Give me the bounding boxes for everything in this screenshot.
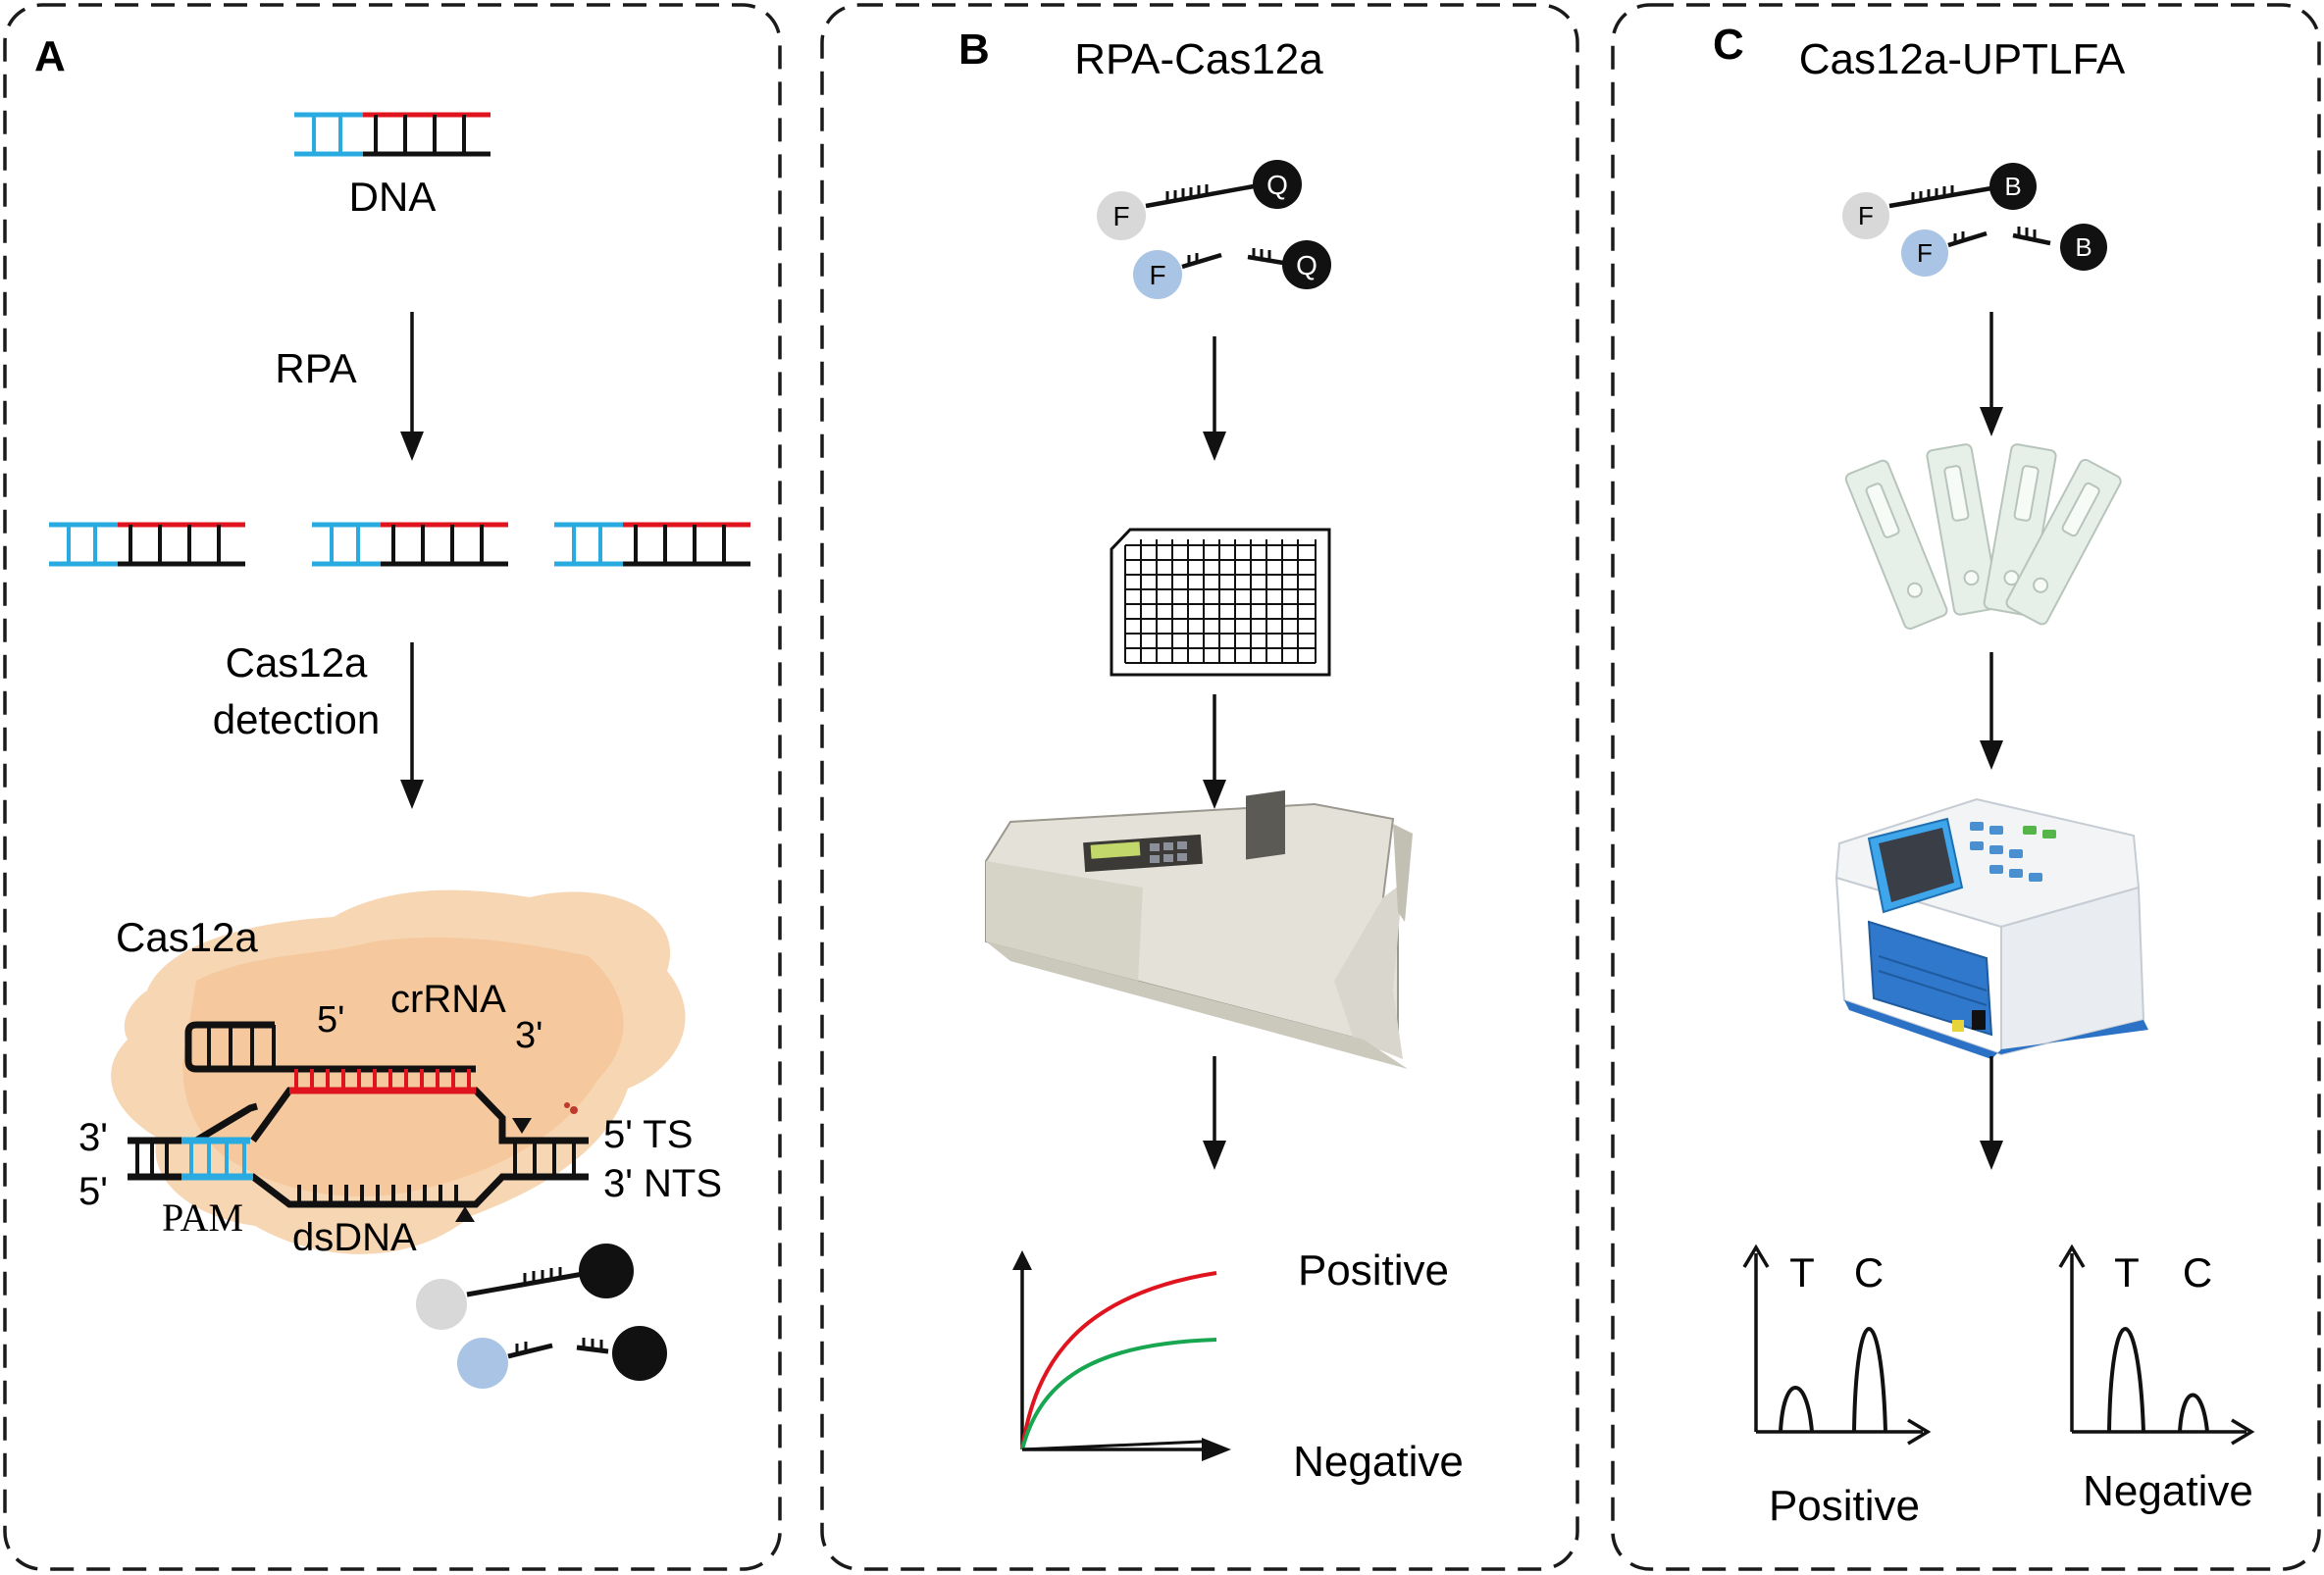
arrow-rpa xyxy=(400,312,424,461)
microplate xyxy=(1110,528,1331,677)
fluorescence-kinetic-plot xyxy=(1012,1250,1231,1461)
intermediate-curve xyxy=(1020,1338,1217,1450)
non-target-strand xyxy=(128,1141,589,1222)
quencher-q-label-1: Q xyxy=(1266,170,1288,200)
reporter-fq-cleaved: F Q xyxy=(1133,240,1331,299)
panel-b: B RPA-Cas12a F Q F xyxy=(958,25,1464,1486)
negative-curve xyxy=(1021,1440,1203,1451)
panel-c-frame xyxy=(1611,3,2321,1571)
panel-b-title: RPA-Cas12a xyxy=(1074,35,1323,83)
cas12a-step-label-1: Cas12a xyxy=(226,639,368,686)
cas12a-protein-label: Cas12a xyxy=(116,914,258,960)
ts-label: 5' TS xyxy=(603,1113,693,1156)
panel-c-letter: C xyxy=(1713,21,1744,69)
negative-label-b: Negative xyxy=(1293,1438,1464,1486)
arrow-b-3 xyxy=(1203,1056,1226,1170)
reporter-fq-intact: F Q xyxy=(1097,160,1302,240)
panel-a-frame xyxy=(3,3,782,1571)
negative-t-label: T xyxy=(2114,1249,2140,1296)
reporter-intact-a xyxy=(416,1244,634,1330)
panel-b-letter: B xyxy=(958,25,990,74)
reporter-fb-intact: F B xyxy=(1842,163,2037,239)
microplate-reader xyxy=(985,789,1413,1069)
crrna-label: crRNA xyxy=(390,978,506,1021)
panel-b-frame xyxy=(820,3,1579,1571)
target-strand xyxy=(128,1069,589,1144)
fluor-f-label-c2: F xyxy=(1917,238,1933,268)
biotin-b-label-c2: B xyxy=(2075,232,2092,262)
lateral-flow-strips xyxy=(1844,443,2122,630)
panel-c-title: Cas12a-UPTLFA xyxy=(1799,35,2126,83)
fluor-f-label-1: F xyxy=(1112,201,1129,231)
positive-label-b: Positive xyxy=(1298,1246,1449,1295)
arrow-c-3 xyxy=(1980,1056,2003,1170)
crrna-strand xyxy=(184,1021,476,1073)
positive-peak-plot xyxy=(1742,1244,1932,1446)
positive-t-peak xyxy=(1779,1386,1814,1433)
fluor-f-label-2: F xyxy=(1149,260,1165,290)
amplified-dna-1 xyxy=(49,522,245,567)
panel-a-letter: A xyxy=(34,32,66,80)
quencher-q-label-2: Q xyxy=(1296,250,1317,280)
reporter-fb-cleaved: F B xyxy=(1901,224,2107,277)
dna-label: DNA xyxy=(349,174,437,220)
biotin-b-label-c1: B xyxy=(2004,172,2021,201)
reporter-cleaved-a xyxy=(457,1326,667,1389)
arrow-b-2 xyxy=(1203,694,1226,809)
upt-reader-device xyxy=(1834,797,2148,1059)
negative-c-peak xyxy=(2178,1393,2209,1433)
arrow-b-1 xyxy=(1203,336,1226,461)
crrna-5-end: 5' xyxy=(317,999,344,1041)
crrna-3-end: 3' xyxy=(515,1015,542,1056)
panel-a: A DNA RPA xyxy=(34,32,750,1389)
nts-label: 3' NTS xyxy=(603,1162,722,1205)
negative-t-peak xyxy=(2107,1327,2145,1433)
rpa-step-label: RPA xyxy=(275,345,356,391)
dsdna-label: dsDNA xyxy=(292,1216,417,1259)
positive-label-c: Positive xyxy=(1769,1482,1920,1530)
left-3-end: 3' xyxy=(78,1116,108,1159)
negative-peak-plot xyxy=(2058,1244,2255,1446)
arrow-cas12a-detection xyxy=(400,642,424,809)
negative-c-label: C xyxy=(2183,1249,2212,1296)
positive-c-peak xyxy=(1852,1327,1887,1433)
dna-icon xyxy=(294,112,491,157)
amplified-dna-2 xyxy=(312,522,508,567)
positive-c-label: C xyxy=(1854,1249,1884,1296)
panel-c: C Cas12a-UPTLFA F B F xyxy=(1713,21,2255,1530)
fluor-f-label-c1: F xyxy=(1858,201,1874,230)
arrow-c-2 xyxy=(1980,652,2003,770)
arrow-c-1 xyxy=(1980,312,2003,436)
cas12a-step-label-2: detection xyxy=(213,696,380,742)
amplified-dna-3 xyxy=(554,522,750,567)
negative-label-c: Negative xyxy=(2083,1467,2253,1515)
positive-curve xyxy=(1020,1271,1217,1450)
positive-t-label: T xyxy=(1789,1249,1815,1296)
left-5-end: 5' xyxy=(78,1170,108,1213)
pam-label: PAM xyxy=(162,1195,243,1240)
